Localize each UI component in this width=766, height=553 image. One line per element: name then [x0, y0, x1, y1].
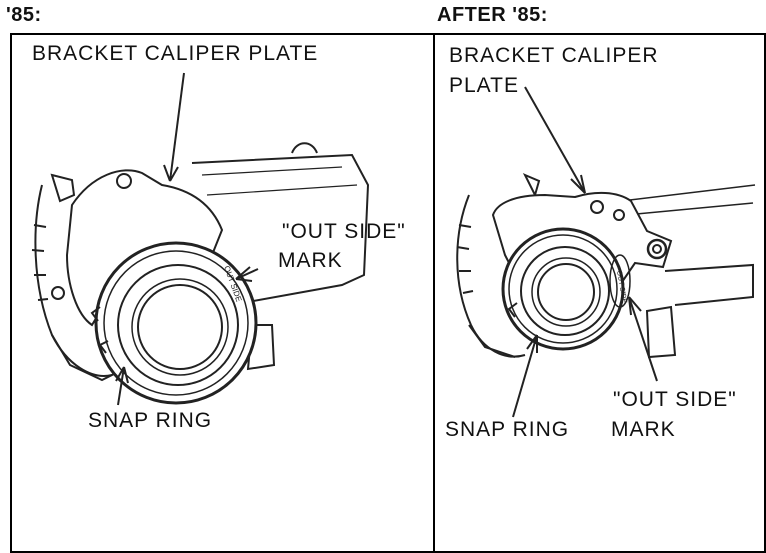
panel-before-85: OUT SIDE BRACKET CALIPER PLATE "OUT SIDE…	[10, 33, 435, 553]
illustration-after-85: OUT SIDE	[456, 86, 756, 418]
label-outside-mark-line1: "OUT SIDE"	[613, 388, 737, 411]
leader-outside-mark	[628, 296, 658, 382]
label-snap-ring: SNAP RING	[88, 409, 213, 432]
illustration-before-85: OUT SIDE	[31, 72, 370, 406]
leader-bracket	[169, 72, 185, 182]
leader-snap-ring	[512, 334, 538, 418]
label-bracket-caliper-plate: BRACKET CALIPER PLATE	[32, 42, 319, 65]
leader-snap-ring	[117, 366, 125, 406]
header-after-85: AFTER '85:	[437, 4, 548, 26]
knuckle-body	[456, 194, 526, 358]
label-outside-mark-line1: "OUT SIDE"	[282, 220, 406, 243]
label-outside-mark-line2: MARK	[278, 249, 343, 272]
label-bracket-caliper-plate-line2: PLATE	[449, 74, 519, 97]
knuckle-body	[34, 184, 113, 377]
label-snap-ring: SNAP RING	[445, 418, 570, 441]
leader-bracket	[524, 86, 586, 194]
label-bracket-caliper-plate-line1: BRACKET CALIPER	[449, 44, 659, 67]
header-before-85: '85:	[6, 4, 42, 26]
axle-housing	[191, 153, 370, 304]
panel-after-85: OUT SIDE BRACKET CALIPER PLATE SNAP RING…	[433, 33, 766, 553]
hub-outer-ring	[501, 227, 625, 351]
label-outside-mark-line2: MARK	[611, 418, 676, 441]
leader-outside-mark	[235, 268, 259, 280]
